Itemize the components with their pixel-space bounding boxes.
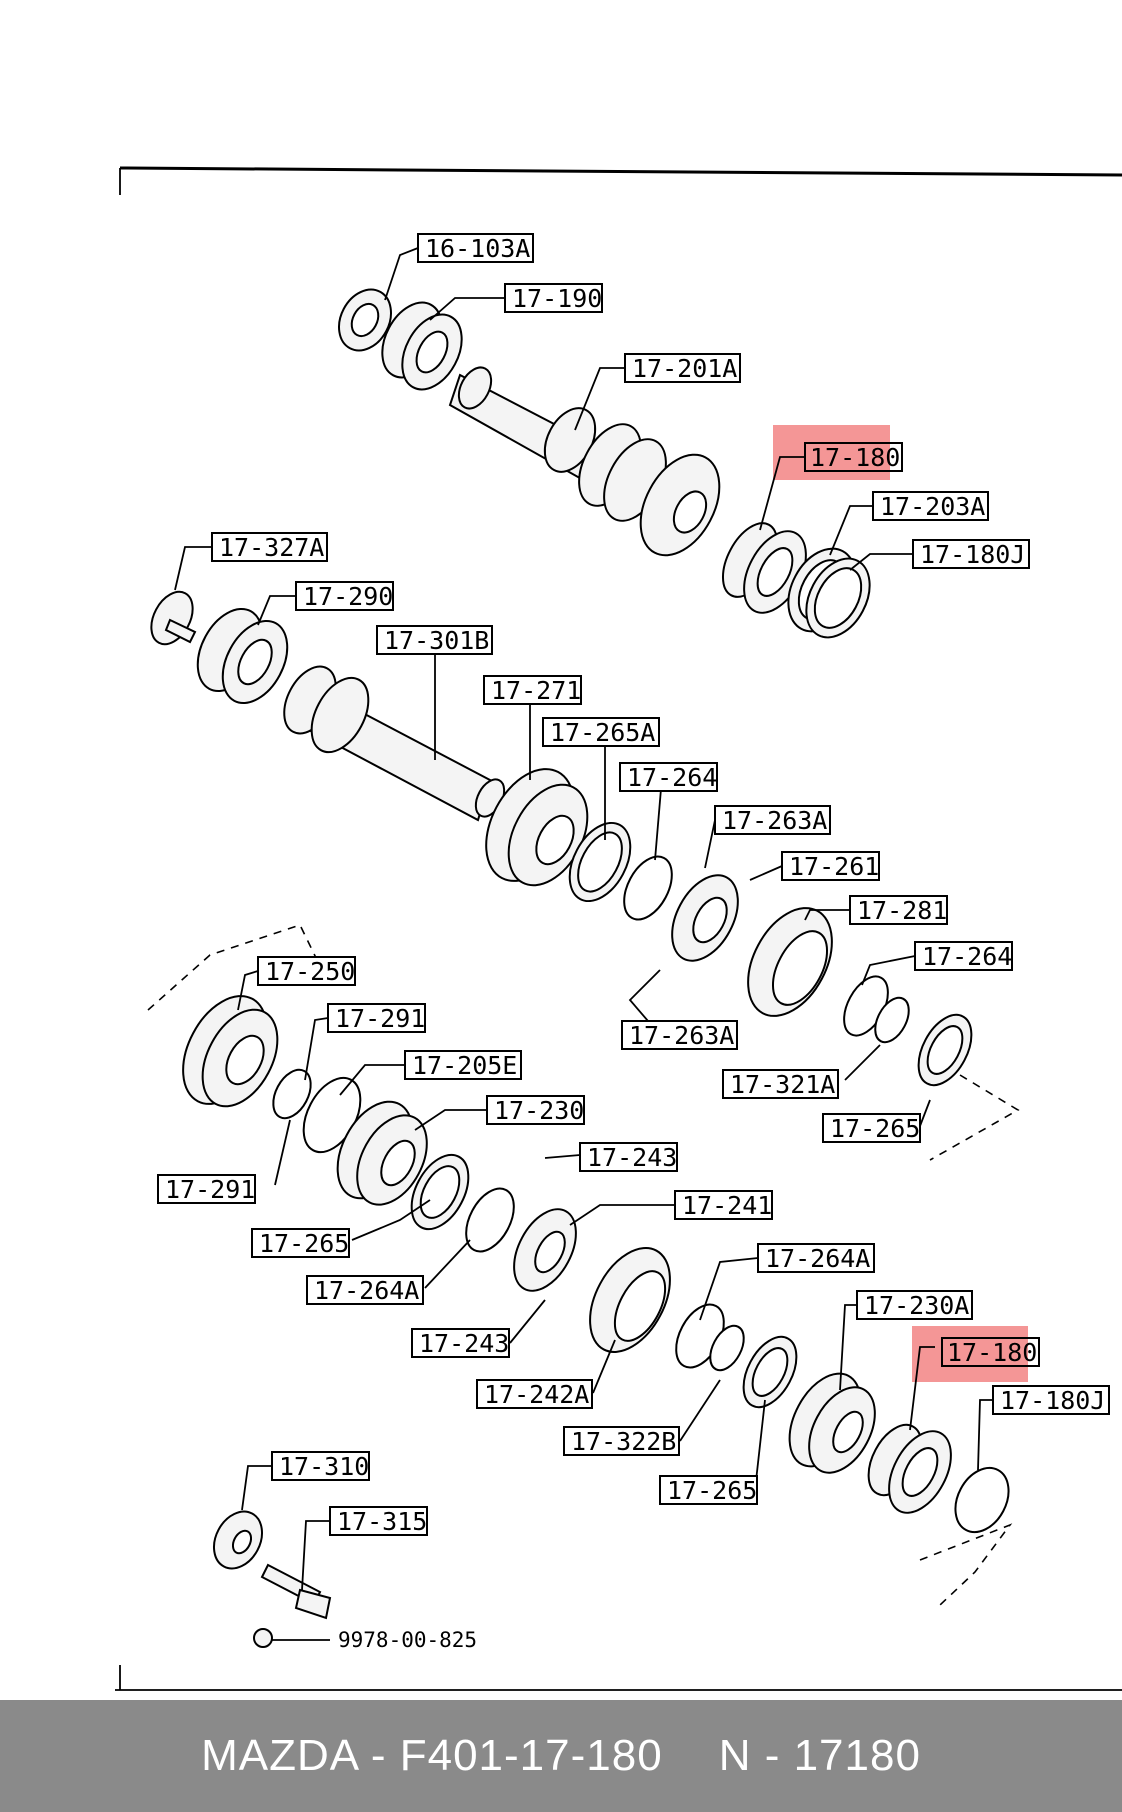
label-17-243-top[interactable]: 17-243 [579, 1142, 678, 1172]
svg-text:17-263A: 17-263A [629, 1021, 734, 1050]
label-17-290[interactable]: 17-290 [295, 581, 394, 611]
reverse-idler-assembly [213, 1510, 332, 1648]
footer-bar: MAZDA - F401-17-180 N - 17180 [0, 1700, 1122, 1812]
svg-text:17-180J: 17-180J [1000, 1386, 1105, 1415]
counter-gear-assembly [182, 995, 1010, 1534]
label-17-250[interactable]: 17-250 [257, 956, 356, 986]
label-17-230[interactable]: 17-230 [486, 1095, 585, 1125]
label-17-264A-left[interactable]: 17-264A [306, 1275, 424, 1305]
svg-text:17-321A: 17-321A [730, 1070, 835, 1099]
svg-text:17-201A: 17-201A [632, 354, 737, 383]
svg-text:17-190: 17-190 [512, 284, 602, 313]
label-17-243-bottom[interactable]: 17-243 [411, 1328, 510, 1358]
label-17-281[interactable]: 17-281 [849, 895, 948, 925]
boundary-dash-bottom [919, 1523, 1013, 1606]
highlight-bottom [912, 1326, 1028, 1382]
label-17-322B[interactable]: 17-322B [563, 1426, 680, 1456]
boundary-dash-right [929, 1074, 1020, 1161]
svg-text:17-243: 17-243 [419, 1329, 509, 1358]
label-17-265A[interactable]: 17-265A [542, 717, 660, 747]
svg-text:17-250: 17-250 [265, 957, 355, 986]
svg-text:17-322B: 17-322B [571, 1427, 676, 1456]
svg-text:17-264A: 17-264A [765, 1244, 870, 1273]
svg-text:17-180: 17-180 [947, 1338, 1037, 1367]
svg-text:9978-00-825: 9978-00-825 [338, 1628, 477, 1652]
label-17-264-a[interactable]: 17-264 [619, 762, 718, 792]
svg-text:17-242A: 17-242A [484, 1380, 589, 1409]
label-17-203A[interactable]: 17-203A [872, 491, 989, 521]
part-labels: 16-103A 17-190 17-201A 17-180 17-203A 17… [157, 233, 1110, 1652]
label-17-180-bottom[interactable]: 17-180 [941, 1337, 1040, 1367]
label-17-180J-top[interactable]: 17-180J [912, 539, 1030, 569]
svg-text:17-290: 17-290 [303, 582, 393, 611]
svg-text:17-203A: 17-203A [880, 492, 985, 521]
svg-text:17-291: 17-291 [165, 1175, 255, 1204]
exploded-parts-diagram: 16-103A 17-190 17-201A 17-180 17-203A 17… [115, 166, 1122, 1691]
svg-text:17-281: 17-281 [857, 896, 947, 925]
label-17-241[interactable]: 17-241 [674, 1190, 773, 1220]
label-17-264A-right[interactable]: 17-264A [757, 1243, 875, 1273]
label-17-190[interactable]: 17-190 [504, 283, 603, 313]
label-17-180-top[interactable]: 17-180 [804, 442, 903, 472]
svg-text:17-180J: 17-180J [920, 540, 1025, 569]
label-17-261[interactable]: 17-261 [781, 851, 880, 881]
label-17-263A-top[interactable]: 17-263A [714, 805, 831, 835]
svg-text:17-241: 17-241 [682, 1191, 772, 1220]
label-17-265-c[interactable]: 17-265 [659, 1475, 758, 1505]
svg-text:17-264A: 17-264A [314, 1276, 419, 1305]
svg-text:17-205E: 17-205E [412, 1051, 517, 1080]
label-9978-00-825[interactable]: 9978-00-825 [338, 1628, 477, 1652]
svg-text:17-230A: 17-230A [864, 1291, 969, 1320]
input-shaft-assembly [338, 288, 871, 639]
label-17-230A[interactable]: 17-230A [856, 1290, 973, 1320]
label-17-301B[interactable]: 17-301B [376, 625, 493, 655]
svg-text:16-103A: 16-103A [425, 234, 530, 263]
label-17-180J-bottom[interactable]: 17-180J [992, 1385, 1110, 1415]
label-17-327A[interactable]: 17-327A [211, 532, 328, 562]
svg-text:17-310: 17-310 [279, 1452, 369, 1481]
main-shaft-assembly [150, 590, 973, 1087]
label-17-264-b[interactable]: 17-264 [914, 941, 1013, 971]
svg-text:17-327A: 17-327A [219, 533, 324, 562]
diagram-frame [115, 166, 1122, 1691]
label-17-291-bottom[interactable]: 17-291 [157, 1174, 256, 1204]
svg-text:17-265A: 17-265A [550, 718, 655, 747]
footer-part-ref: MAZDA - F401-17-180 [201, 1731, 663, 1780]
label-17-291-top[interactable]: 17-291 [327, 1003, 426, 1033]
svg-text:17-315: 17-315 [337, 1507, 427, 1536]
svg-text:17-264: 17-264 [922, 942, 1012, 971]
label-17-265-b[interactable]: 17-265 [251, 1228, 350, 1258]
label-17-265-a[interactable]: 17-265 [822, 1113, 921, 1143]
boundary-dash-left [147, 924, 319, 1011]
svg-text:17-265: 17-265 [667, 1476, 757, 1505]
svg-text:17-291: 17-291 [335, 1004, 425, 1033]
label-17-201A[interactable]: 17-201A [624, 353, 741, 383]
footer-oem-ref: N - 17180 [718, 1731, 921, 1780]
svg-text:17-243: 17-243 [587, 1143, 677, 1172]
label-17-321A[interactable]: 17-321A [722, 1069, 839, 1099]
label-17-271[interactable]: 17-271 [483, 675, 582, 705]
label-17-205E[interactable]: 17-205E [404, 1050, 522, 1080]
svg-text:17-263A: 17-263A [722, 806, 827, 835]
label-17-263A-bottom[interactable]: 17-263A [621, 1020, 738, 1050]
svg-text:17-230: 17-230 [494, 1096, 584, 1125]
svg-text:17-261: 17-261 [789, 852, 879, 881]
svg-text:17-264: 17-264 [627, 763, 717, 792]
label-17-242A[interactable]: 17-242A [476, 1379, 593, 1409]
label-17-310[interactable]: 17-310 [271, 1451, 370, 1481]
svg-text:17-180: 17-180 [810, 443, 900, 472]
svg-text:17-271: 17-271 [491, 676, 581, 705]
label-16-103A[interactable]: 16-103A [417, 233, 534, 263]
svg-text:17-265: 17-265 [830, 1114, 920, 1143]
svg-text:17-265: 17-265 [259, 1229, 349, 1258]
label-17-315[interactable]: 17-315 [329, 1506, 428, 1536]
svg-text:17-301B: 17-301B [384, 626, 489, 655]
